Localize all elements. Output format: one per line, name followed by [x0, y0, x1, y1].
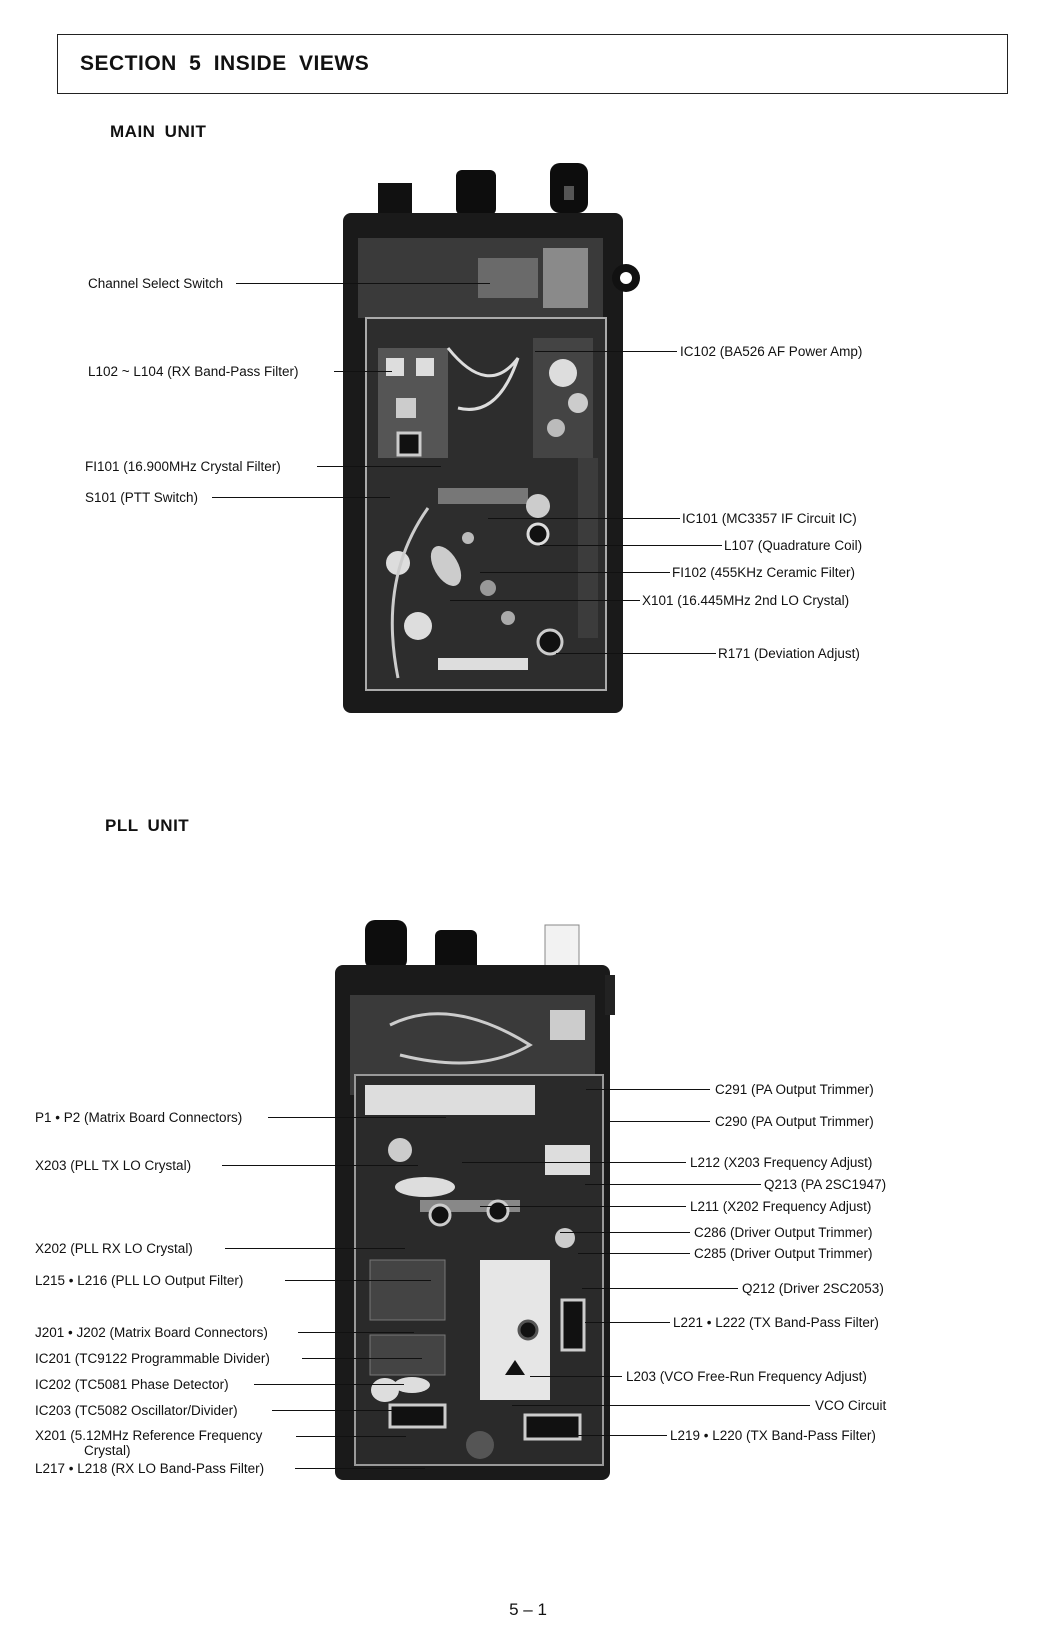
leader-line	[450, 600, 640, 601]
pll-unit-photo	[335, 920, 615, 1480]
leader-line	[317, 466, 441, 467]
label-c291: C291 (PA Output Trimmer)	[715, 1082, 874, 1097]
leader-line	[488, 518, 680, 519]
leader-line	[236, 283, 490, 284]
label-x201-cont: Crystal)	[84, 1443, 131, 1458]
label-s101: S101 (PTT Switch)	[85, 490, 199, 505]
section-header-box: SECTION 5 INSIDE VIEWS	[57, 34, 1008, 94]
leader-line	[535, 351, 677, 352]
leader-line	[480, 1206, 686, 1207]
leader-line	[268, 1117, 446, 1118]
label-l219-l220: L219 • L220 (TX Band-Pass Filter)	[670, 1428, 876, 1443]
label-l211: L211 (X202 Frequency Adjust)	[690, 1199, 872, 1214]
leader-line	[585, 1184, 761, 1185]
leader-line	[295, 1468, 425, 1469]
main-unit-photo	[343, 163, 640, 713]
label-r171: R171 (Deviation Adjust)	[718, 646, 860, 661]
leader-line	[272, 1410, 404, 1411]
label-l107: L107 (Quadrature Coil)	[724, 538, 863, 553]
label-j201-j202: J201 • J202 (Matrix Board Connectors)	[35, 1325, 268, 1340]
leader-line	[575, 1435, 667, 1436]
leader-line	[480, 572, 670, 573]
label-l217-l218: L217 • L218 (RX LO Band-Pass Filter)	[35, 1461, 265, 1476]
label-q213: Q213 (PA 2SC1947)	[764, 1177, 887, 1192]
label-l215-l216: L215 • L216 (PLL LO Output Filter)	[35, 1273, 244, 1288]
leader-line	[586, 1089, 710, 1090]
label-ic201: IC201 (TC9122 Programmable Divider)	[35, 1351, 270, 1366]
leader-line	[212, 497, 390, 498]
leader-line	[560, 1232, 690, 1233]
label-l102-l104: L102 ~ L104 (RX Band-Pass Filter)	[88, 364, 299, 379]
label-c285: C285 (Driver Output Trimmer)	[694, 1246, 873, 1261]
leader-line	[222, 1165, 418, 1166]
leader-line	[302, 1358, 422, 1359]
label-l221-l222: L221 • L222 (TX Band-Pass Filter)	[673, 1315, 879, 1330]
page-number: 5 – 1	[509, 1600, 547, 1619]
leader-line	[540, 545, 722, 546]
label-ic203: IC203 (TC5082 Oscillator/Divider)	[35, 1403, 238, 1418]
label-l203: L203 (VCO Free-Run Frequency Adjust)	[626, 1369, 867, 1384]
label-fi101: FI101 (16.900MHz Crystal Filter)	[85, 459, 281, 474]
section-title: SECTION 5 INSIDE VIEWS	[80, 52, 370, 75]
leader-line	[610, 1121, 710, 1122]
leader-line	[578, 1253, 690, 1254]
label-ic101: IC101 (MC3357 IF Circuit IC)	[682, 511, 857, 526]
label-x101: X101 (16.445MHz 2nd LO Crystal)	[642, 593, 850, 608]
label-x201: X201 (5.12MHz Reference Frequency	[35, 1428, 263, 1443]
pll-unit-title: PLL UNIT	[105, 816, 190, 835]
label-c286: C286 (Driver Output Trimmer)	[694, 1225, 873, 1240]
label-l212: L212 (X203 Frequency Adjust)	[690, 1155, 873, 1170]
leader-line	[334, 371, 392, 372]
leader-line	[298, 1332, 414, 1333]
label-fi102: FI102 (455KHz Ceramic Filter)	[672, 565, 856, 580]
label-channel-select-switch: Channel Select Switch	[88, 276, 224, 291]
label-ic202: IC202 (TC5081 Phase Detector)	[35, 1377, 229, 1392]
leader-line	[582, 1288, 738, 1289]
leader-line	[556, 653, 716, 654]
leader-line	[530, 1376, 622, 1377]
leader-line	[254, 1384, 404, 1385]
label-vco-circuit: VCO Circuit	[815, 1398, 887, 1413]
main-unit-title: MAIN UNIT	[110, 122, 207, 141]
label-q212: Q212 (Driver 2SC2053)	[742, 1281, 884, 1296]
label-x202: X202 (PLL RX LO Crystal)	[35, 1241, 193, 1256]
leader-line	[285, 1280, 431, 1281]
label-x203: X203 (PLL TX LO Crystal)	[35, 1158, 192, 1173]
leader-line	[585, 1322, 670, 1323]
label-c290: C290 (PA Output Trimmer)	[715, 1114, 874, 1129]
leader-line	[462, 1162, 686, 1163]
leader-line	[225, 1248, 405, 1249]
label-ic102: IC102 (BA526 AF Power Amp)	[680, 344, 863, 359]
leader-line	[296, 1436, 406, 1437]
leader-line	[512, 1405, 810, 1406]
label-p1-p2: P1 • P2 (Matrix Board Connectors)	[35, 1110, 243, 1125]
